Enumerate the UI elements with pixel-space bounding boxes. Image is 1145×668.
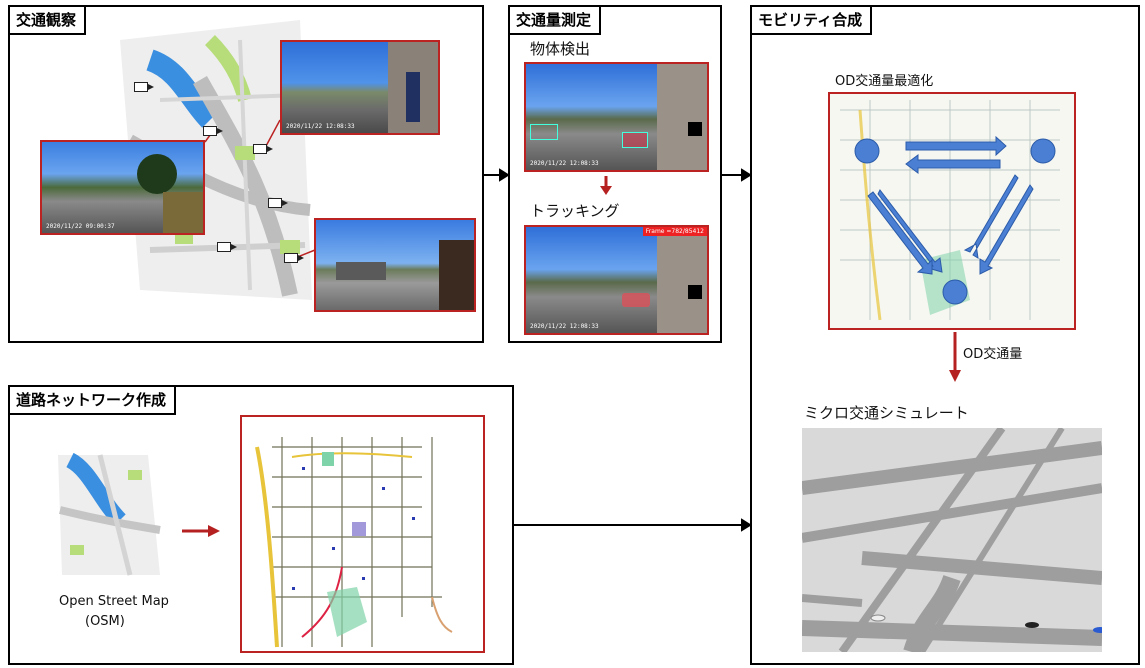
od-volume-label: OD交通量 — [963, 347, 1023, 362]
panel-title: 道路ネットワーク作成 — [10, 387, 177, 415]
panel-title: 交通量測定 — [510, 7, 602, 35]
object-detection-label: 物体検出 — [530, 40, 591, 58]
tracking-photo: Frame =782/85412 2020/11/22 12:08:33 — [524, 225, 709, 335]
camera-icon — [134, 82, 154, 92]
camera-icon — [284, 253, 304, 263]
panel-title: 交通観察 — [10, 7, 87, 35]
camera-icon — [217, 242, 237, 252]
od-network-map — [828, 92, 1076, 330]
osm-label: Open Street Map — [59, 594, 169, 609]
photo-timestamp: 2020/11/22 12:08:33 — [530, 160, 599, 167]
frame-badge: Frame =782/85412 — [642, 227, 707, 236]
road-network-graph — [240, 415, 485, 653]
osm-label-abbrev: (OSM) — [85, 614, 125, 629]
photo-timestamp: 2020/11/22 09:00:37 — [46, 223, 115, 230]
camera-photo: 2020/11/22 09:00:37 — [40, 140, 205, 235]
detection-photo: 2020/11/22 12:08:33 — [524, 62, 709, 172]
simulation-view — [802, 428, 1102, 652]
camera-photo — [314, 218, 476, 312]
tracking-label: トラッキング — [530, 202, 620, 220]
photo-timestamp: 2020/11/22 12:08:33 — [530, 323, 599, 330]
od-optimization-label: OD交通量最適化 — [835, 74, 934, 89]
camera-icon — [203, 126, 223, 136]
camera-icon — [268, 198, 288, 208]
micro-simulation-label: ミクロ交通シミュレート — [804, 404, 969, 422]
photo-timestamp: 2020/11/22 12:08:33 — [286, 123, 355, 130]
panel-title: モビリティ合成 — [752, 7, 873, 35]
camera-photo: 2020/11/22 12:08:33 — [280, 40, 440, 135]
camera-icon — [253, 144, 273, 154]
